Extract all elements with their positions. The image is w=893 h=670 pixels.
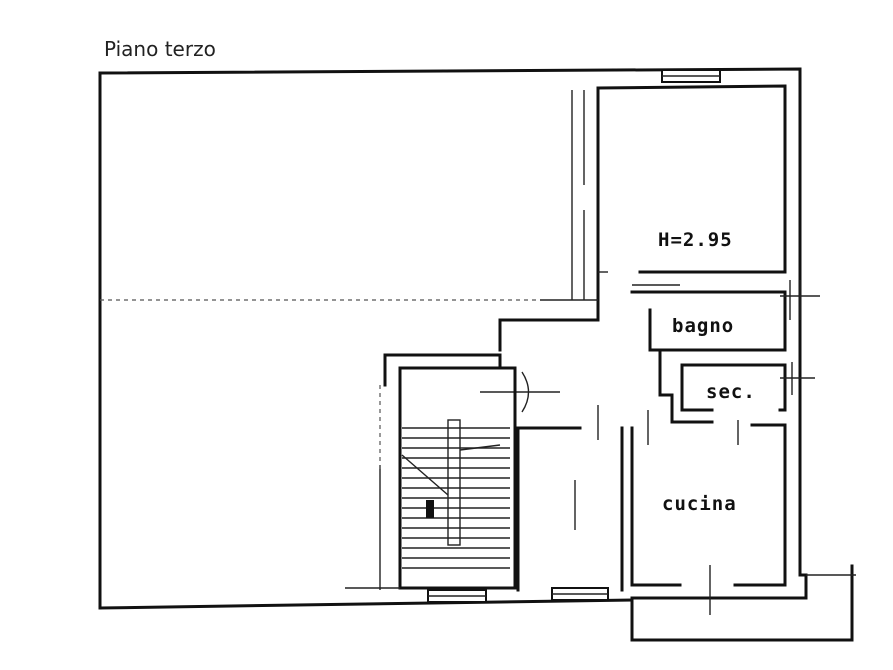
bathroom-label: bagno — [672, 315, 734, 337]
stair-steps — [402, 427, 510, 569]
room-bathroom — [630, 280, 820, 352]
room-kitchen — [630, 410, 787, 615]
staircase — [345, 353, 517, 603]
secondary-room-label: sec. — [706, 381, 756, 403]
room-height-label: H=2.95 — [658, 229, 733, 251]
floor-title: Piano terzo — [104, 37, 216, 61]
kitchen-label: cucina — [662, 493, 737, 515]
room-middle — [480, 318, 624, 601]
room-secondary — [658, 350, 815, 424]
room-upper-right — [540, 69, 787, 322]
outer-walls — [98, 67, 856, 642]
